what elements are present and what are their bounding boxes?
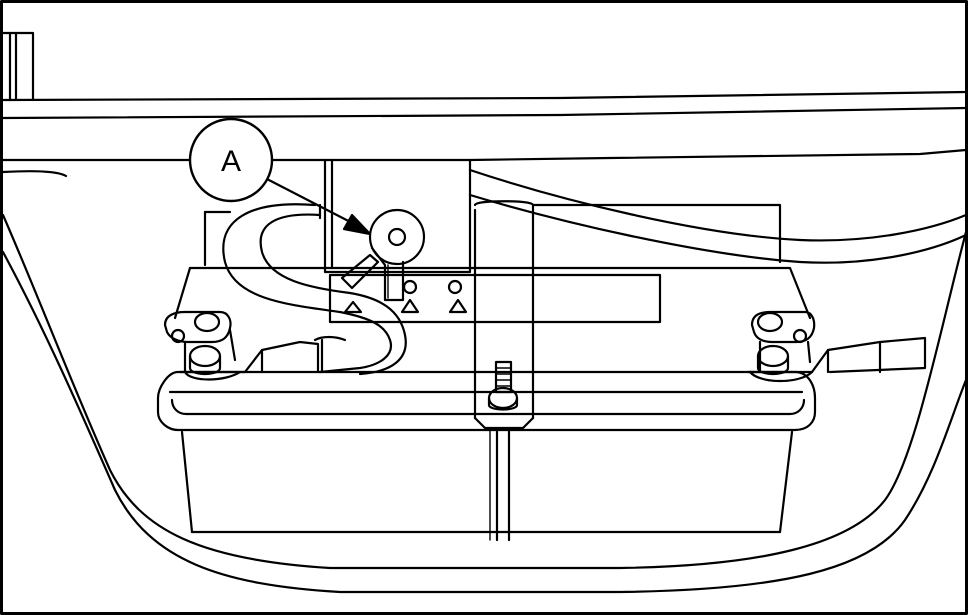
callout-a: A xyxy=(188,117,274,203)
looped-cable xyxy=(222,203,407,376)
callout-a-label: A xyxy=(221,145,241,178)
right-terminal xyxy=(746,310,927,382)
battery-tray xyxy=(1,148,968,594)
upper-panel xyxy=(1,31,968,120)
left-terminal xyxy=(163,310,320,381)
hold-down-strap xyxy=(473,200,535,542)
hold-down-block xyxy=(323,158,472,274)
negative-cable-end xyxy=(340,208,426,302)
strap-bolt xyxy=(487,360,519,411)
battery xyxy=(156,203,817,534)
callout-leader xyxy=(263,176,372,236)
main-cable xyxy=(468,168,968,264)
